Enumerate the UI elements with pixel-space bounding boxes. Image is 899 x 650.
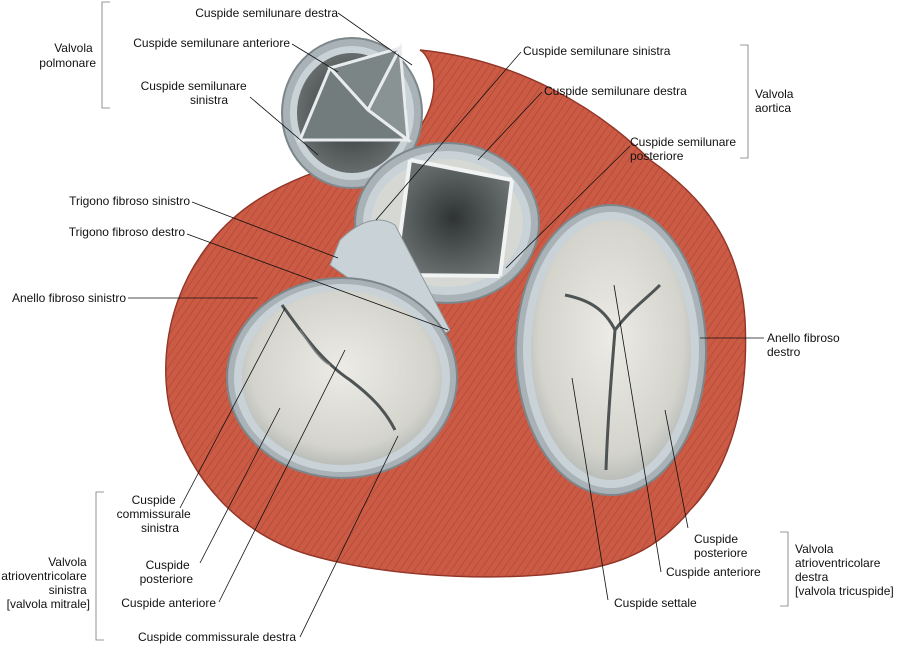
mitral-closure-line (280, 304, 397, 431)
label-aortic-left: Cuspide semilunare sinistra (523, 44, 671, 58)
label-right-trigone: Trigono fibroso destro (69, 225, 186, 239)
mitral-valve (226, 277, 458, 479)
labels: Valvola polmonare Cuspide semilunare des… (1, 6, 893, 644)
label-right-annulus: Anello fibroso destro (767, 331, 843, 359)
label-pulmonary-valve: Valvola polmonare (39, 41, 96, 70)
bracket-tricuspid (780, 531, 789, 607)
label-left-commissural: Cuspide commissurale sinistra (117, 493, 194, 535)
leader-lines (128, 12, 764, 638)
aortic-center (395, 160, 512, 276)
label-mitral-valve: Valvola atrioventricolare sinistra [valv… (1, 555, 90, 611)
bracket-aortic (740, 44, 749, 159)
label-pulm-anterior: Cuspide semilunare anteriore (133, 36, 290, 50)
label-right-commissural: Cuspide commissurale destra (138, 630, 296, 644)
label-aortic-valve: Valvola aortica (755, 87, 797, 115)
pulmonary-valve (281, 37, 423, 189)
label-left-trigone: Trigono fibroso sinistro (69, 194, 190, 208)
label-left-annulus: Anello fibroso sinistro (12, 291, 126, 305)
bracket-pulmonary (101, 1, 110, 109)
bracket-mitral (95, 491, 104, 641)
label-aortic-right: Cuspide semilunare destra (544, 84, 687, 98)
label-aortic-posterior: Cuspide semilunare posteriore (630, 135, 739, 163)
tricuspid-closure-line (564, 283, 662, 471)
label-tricuspid-valve: Valvola atrioventricolare destra [valvol… (795, 542, 894, 598)
pulmonary-cusp-left (297, 65, 413, 142)
label-mitral-anterior: Cuspide anteriore (121, 596, 216, 610)
label-tric-septal: Cuspide settale (614, 596, 697, 610)
label-tric-anterior: Cuspide anteriore (666, 565, 761, 579)
label-pulm-left: Cuspide semilunare sinistra (141, 79, 250, 107)
label-tric-posterior: Cuspide posteriore (694, 532, 748, 560)
label-mitral-posterior: Cuspide posteriore (140, 558, 194, 586)
label-pulm-right: Cuspide semilunare destra (195, 6, 338, 20)
tricuspid-valve (515, 204, 707, 496)
